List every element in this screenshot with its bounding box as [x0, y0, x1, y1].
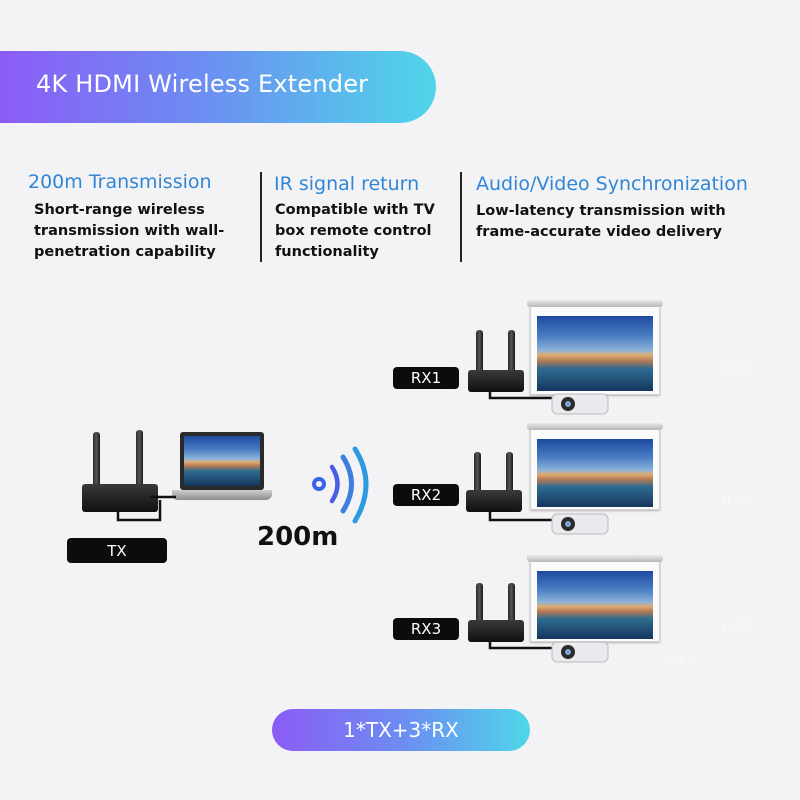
rx3-antenna-right	[508, 583, 515, 631]
wireless-signal-icon	[312, 446, 369, 524]
rx2-label: RX2	[393, 484, 459, 506]
ghost-label: RX5	[722, 360, 756, 378]
rx3-antenna-left	[476, 583, 483, 631]
screen-image	[537, 316, 653, 391]
feature-title-av-sync: Audio/Video Synchronization	[476, 173, 748, 195]
rx3-receiver	[468, 620, 524, 642]
feature-desc-av-sync: Low-latency transmission with frame-accu…	[476, 201, 726, 243]
rx1-label: RX1	[393, 367, 459, 389]
feature-divider	[260, 172, 262, 262]
feature-desc-line: Short-range wireless	[34, 202, 205, 218]
feature-desc-ir: Compatible with TV box remote control fu…	[275, 200, 435, 263]
tx-label: TX	[67, 538, 167, 563]
rx3-projector-icon	[551, 641, 609, 663]
rx2-receiver	[466, 490, 522, 512]
feature-desc-line: box remote control	[275, 223, 432, 239]
screen-roller	[527, 300, 663, 307]
laptop-base	[172, 490, 272, 500]
config-label: 1*TX+3*RX	[343, 718, 459, 742]
feature-divider	[460, 172, 462, 262]
screen-image	[537, 439, 653, 507]
laptop-screen	[184, 436, 260, 486]
rx2-projector-icon	[551, 513, 609, 535]
feature-desc-transmission: Short-range wireless transmission with w…	[34, 200, 224, 263]
tx-antenna-right	[136, 430, 143, 490]
title-banner	[0, 51, 436, 123]
feature-desc-line: Compatible with TV	[275, 202, 435, 218]
tx-transmitter	[82, 484, 158, 512]
feature-title-transmission: 200m Transmission	[28, 171, 212, 193]
rx1-receiver	[468, 370, 524, 392]
feature-desc-line: Low-latency transmission with	[476, 203, 726, 219]
rx1-projector-icon	[551, 393, 609, 415]
feature-desc-line: functionality	[275, 244, 379, 260]
rx2-antenna-right	[506, 452, 513, 500]
distance-label: 200m	[257, 522, 339, 552]
rx1-projection-screen	[527, 300, 663, 395]
feature-desc-line: transmission with wall-	[34, 223, 225, 239]
config-badge	[272, 709, 530, 751]
feature-desc-line: penetration capability	[34, 244, 216, 260]
feature-title-ir: IR signal return	[274, 173, 420, 195]
screen-roller	[527, 555, 663, 562]
page-title: 4K HDMI Wireless Extender	[36, 70, 369, 98]
rx3-projection-screen	[527, 555, 663, 642]
screen-image	[537, 571, 653, 639]
rx2-projection-screen	[527, 423, 663, 510]
rx1-antenna-left	[476, 330, 483, 378]
screen-roller	[527, 423, 663, 430]
rx2-antenna-left	[474, 452, 481, 500]
feature-desc-line: frame-accurate video delivery	[476, 224, 722, 240]
ghost-label: RX8	[664, 652, 698, 670]
tx-antenna-left	[93, 432, 100, 490]
ghost-label: RX6	[722, 493, 756, 511]
rx1-antenna-right	[508, 330, 515, 378]
rx3-label: RX3	[393, 618, 459, 640]
ghost-label: RX7	[722, 617, 756, 635]
